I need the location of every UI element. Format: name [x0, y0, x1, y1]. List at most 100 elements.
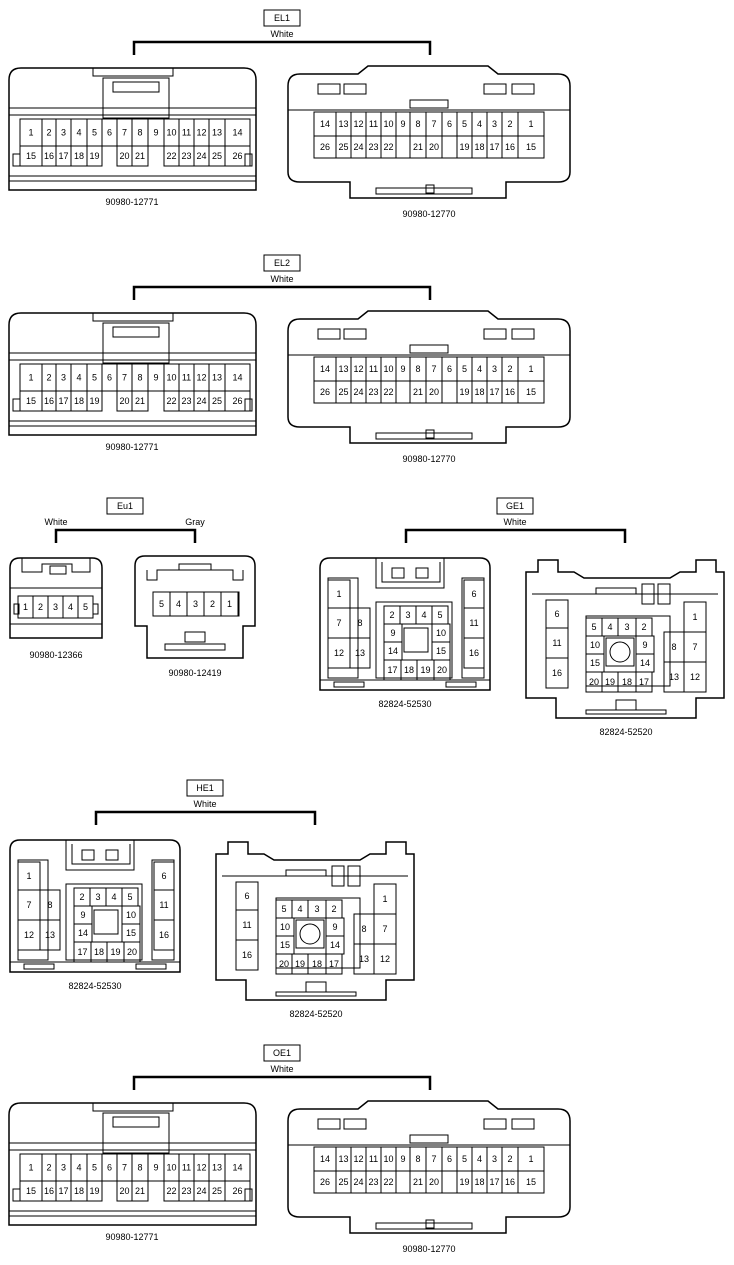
pin-label: 26	[232, 396, 242, 406]
pin-cell	[635, 671, 653, 693]
pin-label: 5	[591, 622, 596, 632]
pin-label: 1	[227, 599, 232, 609]
latch-tab	[105, 849, 119, 861]
pin-cell	[380, 1170, 397, 1194]
pin-label: 6	[107, 128, 112, 138]
pin-label: 10	[436, 628, 446, 638]
pin-label: 3	[61, 1163, 66, 1173]
pin-label: 19	[295, 959, 305, 969]
pin-label: 11	[369, 119, 378, 129]
pin-label: 1	[28, 128, 33, 138]
pin-label: 17	[58, 396, 68, 406]
pin-label: 1	[692, 612, 697, 622]
pin-label: 7	[26, 900, 31, 910]
lock-slot	[511, 1118, 535, 1130]
pin-label: 26	[232, 151, 242, 161]
lock-slot	[343, 83, 367, 95]
pin-label: 25	[212, 1186, 222, 1196]
pin-cell	[131, 390, 149, 412]
key-notch	[12, 153, 21, 167]
latch-frame	[102, 1112, 170, 1154]
wire-color: White	[270, 1064, 293, 1074]
connector-shell	[287, 65, 571, 199]
pin-label: 9	[400, 119, 405, 129]
pin-label: 4	[76, 1163, 81, 1173]
pin-label: 19	[89, 396, 99, 406]
pin-label: 4	[421, 610, 426, 620]
pin-label: 17	[58, 151, 68, 161]
pin-label: 11	[159, 900, 168, 910]
pin-label: 6	[107, 373, 112, 383]
connector-code: GE1	[506, 501, 524, 511]
pin-label: 13	[212, 373, 222, 383]
pin-label: 13	[45, 930, 55, 940]
pin-label: 5	[281, 904, 286, 914]
pin-label: 9	[390, 628, 395, 638]
pin-label: 24	[196, 396, 206, 406]
pin-label: 4	[76, 373, 81, 383]
pin-label: 13	[359, 954, 369, 964]
pin-label: 14	[330, 940, 340, 950]
pin-label: 16	[44, 396, 54, 406]
pin-label: 4	[297, 904, 302, 914]
latch-frame	[102, 322, 170, 364]
pin-label: 23	[368, 387, 378, 397]
pin-cell	[39, 919, 61, 951]
center-post	[403, 627, 429, 653]
pin-label: 6	[447, 364, 452, 374]
key-notch	[12, 1188, 21, 1202]
pin-label: 25	[212, 396, 222, 406]
connector-code: Eu1	[117, 501, 133, 511]
connector-code-box	[106, 497, 144, 515]
pin-label: 22	[383, 1177, 393, 1187]
pin-label: 6	[471, 589, 476, 599]
base-rail	[445, 681, 477, 688]
pin-cell	[86, 390, 103, 412]
pair-bracket	[54, 528, 197, 543]
latch-slot	[409, 1134, 449, 1144]
pin-label: 9	[153, 373, 158, 383]
pin-label: 20	[429, 1177, 439, 1187]
pin-label: 2	[79, 892, 84, 902]
pin-label: 24	[353, 387, 363, 397]
pin-label: 13	[669, 672, 679, 682]
base-rail	[164, 643, 226, 651]
pin-label: 6	[244, 891, 249, 901]
pin-label: 18	[74, 151, 84, 161]
part-number: 82824-52520	[289, 1009, 342, 1019]
pin-label: 8	[357, 618, 362, 628]
pin-label: 15	[590, 658, 600, 668]
pin-label: 9	[332, 922, 337, 932]
pin-cell	[517, 135, 545, 159]
pin-label: 18	[74, 396, 84, 406]
pin-cell	[224, 1180, 251, 1202]
center-key	[425, 429, 435, 439]
latch-slot	[595, 587, 637, 595]
pin-cell	[220, 591, 239, 617]
pin-label: 12	[353, 1154, 363, 1164]
pin-label: 1	[28, 373, 33, 383]
key-notch	[244, 398, 253, 412]
pin-label: 10	[383, 1154, 393, 1164]
pin-label: 4	[477, 364, 482, 374]
pin-cell	[131, 1180, 149, 1202]
wire-color: White	[270, 29, 293, 39]
connector-shell	[287, 1100, 571, 1234]
pin-label: 8	[137, 373, 142, 383]
connector-code-box	[263, 254, 301, 272]
pin-label: 8	[415, 364, 420, 374]
pin-label: 3	[405, 610, 410, 620]
pin-label: 3	[61, 128, 66, 138]
latch-outline	[65, 840, 135, 871]
pin-label: 16	[505, 1177, 515, 1187]
base-rail	[23, 963, 55, 970]
latch-slot	[285, 869, 327, 877]
pin-label: 4	[76, 128, 81, 138]
